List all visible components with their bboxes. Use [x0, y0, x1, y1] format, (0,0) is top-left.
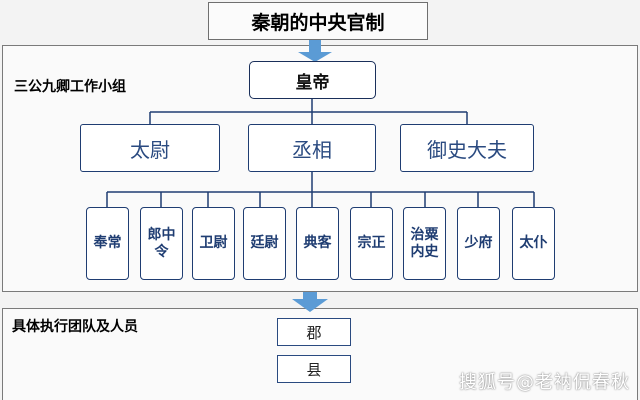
chancellor-box: 丞相 — [248, 124, 376, 172]
watermark: 搜狐号@老衲侃春秋 — [459, 372, 630, 393]
page-title: 秦朝的中央官制 — [208, 2, 428, 40]
minister-box: 宗正 — [350, 207, 393, 280]
emperor-box: 皇帝 — [249, 61, 376, 99]
down-arrow-top — [298, 40, 332, 62]
down-arrow-bottom — [292, 292, 328, 312]
minister-box: 卫尉 — [192, 207, 235, 280]
prefecture-box: 郡 — [277, 318, 351, 346]
county-box: 县 — [277, 355, 351, 383]
bottom-panel-label: 具体执行团队及人员 — [12, 319, 138, 335]
minister-box: 少府 — [457, 207, 500, 280]
top-panel-label: 三公九卿工作小组 — [14, 79, 126, 95]
minister-box: 廷尉 — [243, 207, 286, 280]
minister-box: 郎中令 — [140, 207, 183, 280]
imperial-censor-box: 御史大夫 — [400, 124, 534, 172]
minister-box: 典客 — [296, 207, 339, 280]
minister-box: 治粟内史 — [403, 207, 446, 280]
minister-box: 太仆 — [512, 207, 555, 280]
taiwei-box: 太尉 — [80, 124, 220, 172]
minister-box: 奉常 — [86, 207, 129, 280]
